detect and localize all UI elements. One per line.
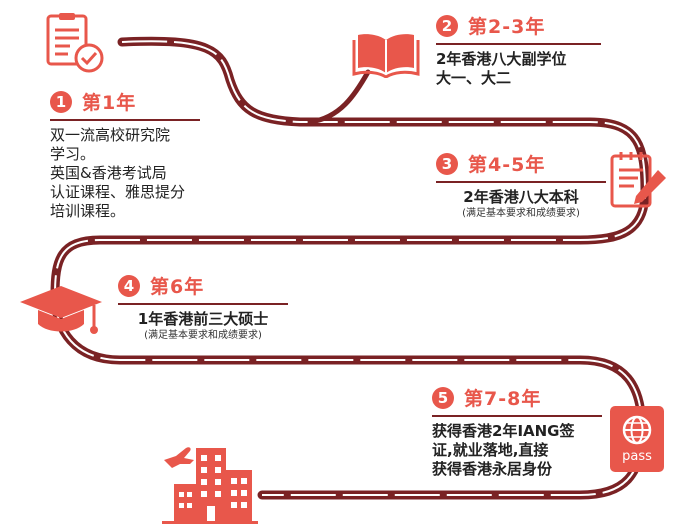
checklist-document-icon bbox=[44, 12, 108, 80]
step-5-title: 第7-8年 bbox=[464, 388, 542, 410]
step-4-text: 1年香港前三大硕士 bbox=[137, 310, 269, 328]
step-2-rule bbox=[436, 43, 601, 45]
step-2-title: 第2-3年 bbox=[468, 16, 546, 38]
open-book-icon bbox=[352, 30, 420, 82]
passport-icon: pass bbox=[608, 404, 666, 478]
step-3-rule bbox=[436, 181, 606, 183]
step-3: 3 第4-5年 2年香港八大本科 (满足基本要求和成绩要求) bbox=[436, 150, 606, 221]
step-5-text: 获得香港2年IANG签 证,就业落地,直接 获得香港永居身份 bbox=[432, 422, 575, 478]
step-4-title: 第6年 bbox=[150, 276, 205, 298]
step-3-title: 第4-5年 bbox=[468, 154, 546, 176]
step-3-note: (满足基本要求和成绩要求) bbox=[462, 208, 580, 219]
step-4-rule bbox=[118, 303, 288, 305]
step-5-rule bbox=[432, 415, 602, 417]
step-4-note: (满足基本要求和成绩要求) bbox=[144, 330, 262, 341]
graduation-cap-icon bbox=[18, 282, 104, 346]
step-1-title: 第1年 bbox=[82, 92, 137, 114]
step-4-badge: 4 bbox=[118, 274, 140, 297]
city-buildings-airplane-icon bbox=[160, 440, 260, 528]
passport-label: pass bbox=[622, 449, 652, 464]
document-pencil-icon bbox=[608, 150, 668, 216]
step-4: 4 第6年 1年香港前三大硕士 (满足基本要求和成绩要求) bbox=[118, 272, 288, 343]
step-2-text: 2年香港八大副学位 大一、大二 bbox=[436, 50, 567, 87]
step-1-rule bbox=[50, 119, 200, 121]
step-3-badge: 3 bbox=[436, 152, 458, 175]
road-branch bbox=[307, 69, 371, 125]
step-1-text: 双一流高校研究院 学习。 英国&香港考试局 认证课程、雅思提分 培训课程。 bbox=[50, 126, 186, 220]
step-2-badge: 2 bbox=[436, 14, 458, 37]
step-2: 2 第2-3年 2年香港八大副学位 大一、大二 bbox=[436, 12, 601, 88]
step-5-badge: 5 bbox=[432, 386, 454, 409]
step-5: 5 第7-8年 获得香港2年IANG签 证,就业落地,直接 获得香港永居身份 bbox=[432, 384, 602, 479]
step-1: 1 第1年 双一流高校研究院 学习。 英国&香港考试局 认证课程、雅思提分 培训… bbox=[50, 88, 200, 221]
step-3-text: 2年香港八大本科 bbox=[463, 188, 579, 206]
road-center-dash bbox=[53, 40, 647, 496]
step-1-badge: 1 bbox=[50, 90, 72, 113]
